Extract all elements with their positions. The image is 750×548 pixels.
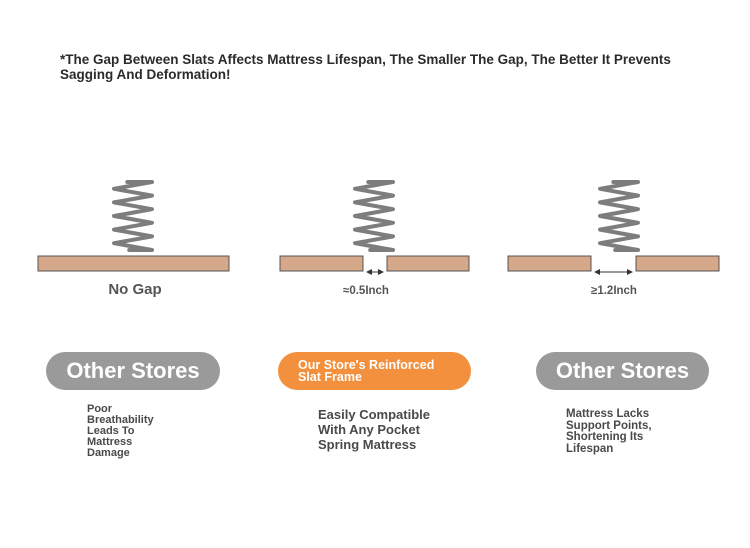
gap-label-none: No Gap xyxy=(108,281,162,298)
slat-left xyxy=(279,255,364,272)
description-line: Support Points, xyxy=(566,419,652,432)
badge-other-stores: Other Stores xyxy=(536,352,709,390)
spring-icon xyxy=(112,180,154,252)
description-line: Damage xyxy=(87,447,130,459)
headline-line-1: *The Gap Between Slats Affects Mattress … xyxy=(60,52,671,67)
description-large-gap: Mattress Lacks Support Points, Shortenin… xyxy=(566,408,676,455)
slat-solid xyxy=(37,255,230,272)
slat-left xyxy=(507,255,592,272)
description-line: Mattress Lacks xyxy=(566,408,650,420)
description-our-store: Easily Compatible With Any Pocket Spring… xyxy=(318,407,458,452)
headline: *The Gap Between Slats Affects Mattress … xyxy=(60,52,700,82)
gap-label-large: ≥1.2Inch xyxy=(591,285,637,297)
description-line: Mattress xyxy=(87,436,133,448)
badge-label: Other Stores xyxy=(66,358,200,383)
gap-label-half-inch: ≈0.5Inch xyxy=(343,285,389,297)
slat-right xyxy=(386,255,470,272)
spring-icon xyxy=(353,180,395,252)
description-line: Spring Mattress xyxy=(318,437,417,452)
description-line: With Any Pocket xyxy=(318,422,420,437)
description-no-gap: Poor Breathability Leads To Mattress Dam… xyxy=(87,404,177,459)
slat-right xyxy=(635,255,720,272)
description-line: Shortening Its xyxy=(566,431,644,443)
badge-line-2: Slat Frame xyxy=(298,370,362,384)
description-line: Poor xyxy=(87,403,113,415)
description-line: Lifespan xyxy=(566,442,614,455)
badge-line-1: Our Store's Reinforced xyxy=(298,358,435,372)
headline-line-2: Sagging And Deformation! xyxy=(60,67,231,82)
description-line: Breathability xyxy=(87,414,154,426)
badge-label: Other Stores xyxy=(555,358,690,383)
description-line: Leads To xyxy=(87,425,135,437)
badge-our-store: Our Store's Reinforced Slat Frame xyxy=(278,352,471,390)
badge-other-stores: Other Stores xyxy=(46,352,220,390)
description-line: Easily Compatible xyxy=(318,407,430,422)
spring-icon xyxy=(598,180,640,252)
